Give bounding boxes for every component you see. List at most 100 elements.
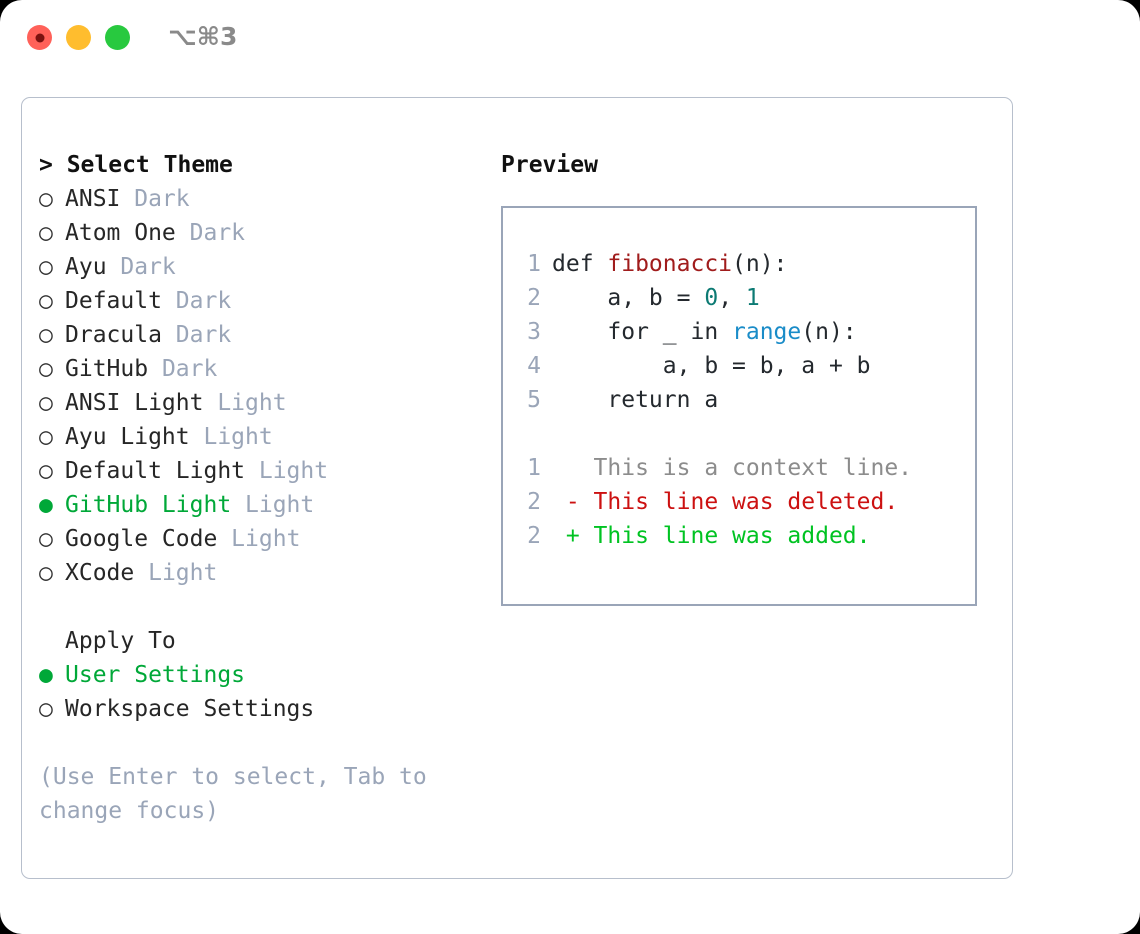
theme-item-ayu[interactable]: ○ Ayu Dark bbox=[39, 250, 479, 284]
theme-item-label: Dracula bbox=[65, 322, 162, 348]
apply-to-list[interactable]: ● User Settings ○ Workspace Settings bbox=[39, 658, 479, 726]
line-number: 2 bbox=[527, 489, 541, 515]
code-token-kw: return a bbox=[552, 387, 719, 413]
code-token-num: 0 bbox=[704, 285, 719, 311]
diff-sample: 1 This is a context line.2 - This line w… bbox=[513, 451, 971, 553]
theme-item-variant-tag: Dark bbox=[161, 288, 232, 314]
code-token-num: 1 bbox=[745, 285, 760, 311]
theme-item-ansi[interactable]: ○ANSI Dark bbox=[39, 182, 479, 216]
theme-item-atom-one[interactable]: ○ Atom One Dark bbox=[39, 216, 479, 250]
apply-to-item-workspace-settings[interactable]: ○ Workspace Settings bbox=[39, 692, 479, 726]
radio-unselected-icon: ○ bbox=[39, 220, 53, 246]
code-token-plain: (n): bbox=[801, 319, 857, 345]
window-controls bbox=[27, 25, 130, 50]
code-line: 3 for _ in range(n): bbox=[513, 315, 971, 349]
theme-item-dracula[interactable]: ○ Dracula Dark bbox=[39, 318, 479, 352]
theme-item-ayu-light[interactable]: ○ Ayu Light Light bbox=[39, 420, 479, 454]
theme-item-label: ANSI Light bbox=[65, 390, 204, 416]
theme-item-variant-tag: Light bbox=[189, 424, 273, 450]
apply-to-item-label: Workspace Settings bbox=[65, 696, 315, 722]
theme-item-label: Default Light bbox=[65, 458, 246, 484]
apply-to-item-user-settings[interactable]: ● User Settings bbox=[39, 658, 479, 692]
code-token-plain: , bbox=[718, 285, 746, 311]
code-token-call: range bbox=[732, 319, 802, 345]
code-token-kw: def bbox=[552, 251, 608, 277]
theme-item-variant-tag: Dark bbox=[175, 220, 246, 246]
radio-selected-icon: ● bbox=[39, 492, 53, 518]
select-theme-heading: > Select Theme bbox=[39, 152, 233, 178]
line-number: 3 bbox=[527, 319, 541, 345]
line-number: 2 bbox=[527, 523, 541, 549]
theme-item-label: ANSI bbox=[65, 186, 121, 212]
theme-item-label: Default bbox=[65, 288, 162, 314]
theme-item-variant-tag: Dark bbox=[106, 254, 176, 280]
radio-unselected-icon: ○ bbox=[39, 322, 53, 348]
code-token-fn: fibonacci bbox=[607, 251, 733, 277]
apply-to-item-label: User Settings bbox=[65, 662, 246, 688]
theme-list[interactable]: ○ ANSI Dark ○ Atom One Dark ○ Ayu Dark ○ Defaul… bbox=[39, 182, 479, 590]
code-line: 5 return a bbox=[513, 383, 971, 417]
line-number: 2 bbox=[527, 285, 541, 311]
preview-heading: Preview bbox=[501, 152, 598, 178]
minimize-button[interactable] bbox=[66, 25, 91, 50]
radio-selected-icon: ● bbox=[39, 662, 53, 688]
keyboard-hint: (Use Enter to select, Tab to change focu… bbox=[39, 764, 427, 824]
code-line: 4 a, b = b, a + b bbox=[513, 349, 971, 383]
content-panel: > Select Theme ○ANSI Dark○Atom One Dark○… bbox=[21, 97, 1013, 879]
theme-item-variant-tag: Light bbox=[217, 526, 301, 552]
radio-unselected-icon: ○ bbox=[39, 390, 53, 416]
diff-text: + This line was added. bbox=[552, 523, 871, 549]
theme-item-variant-tag: Dark bbox=[148, 356, 218, 382]
theme-item-variant-tag: Dark bbox=[161, 322, 232, 348]
close-button[interactable] bbox=[27, 25, 52, 50]
list-spacer bbox=[39, 590, 479, 624]
theme-item-github[interactable]: ○GitHub Dark bbox=[39, 352, 479, 386]
radio-unselected-icon: ○ bbox=[39, 356, 53, 382]
keyboard-shortcut-label: ⌥⌘3 bbox=[168, 22, 238, 51]
theme-item-variant-tag: Light bbox=[245, 458, 329, 484]
theme-item-variant-tag: Light bbox=[231, 492, 315, 518]
theme-item-ansi-light[interactable]: ○ ANSI Light Light bbox=[39, 386, 479, 420]
diff-line-del: 2 - This line was deleted. bbox=[513, 485, 971, 519]
theme-item-label: XCode bbox=[65, 560, 135, 586]
radio-unselected-icon: ○ bbox=[39, 288, 53, 314]
radio-unselected-icon: ○ bbox=[39, 254, 53, 280]
apply-to-heading: Apply To bbox=[65, 628, 176, 654]
radio-unselected-icon: ○ bbox=[39, 458, 53, 484]
code-line: 2 a, b = 0, 1 bbox=[513, 281, 971, 315]
code-token-plain: a, b = bbox=[552, 285, 705, 311]
theme-item-default-light[interactable]: ○ Default Light Light bbox=[39, 454, 479, 488]
radio-unselected-icon: ○ bbox=[39, 186, 53, 212]
theme-item-default[interactable]: ○ Default Dark bbox=[39, 284, 479, 318]
theme-item-label: GitHub Light bbox=[65, 492, 232, 518]
radio-unselected-icon: ○ bbox=[39, 696, 53, 722]
hint-spacer bbox=[39, 726, 479, 760]
theme-item-variant-tag: Light bbox=[203, 390, 287, 416]
theme-item-label: Google Code bbox=[65, 526, 218, 552]
line-number: 4 bbox=[527, 353, 541, 379]
theme-item-variant-tag: Light bbox=[134, 560, 218, 586]
radio-unselected-icon: ○ bbox=[39, 560, 53, 586]
theme-list-column: > Select Theme ○ANSI Dark○Atom One Dark○… bbox=[39, 148, 479, 828]
radio-unselected-icon: ○ bbox=[39, 424, 53, 450]
theme-item-label: Ayu Light bbox=[65, 424, 190, 450]
diff-text: - This line was deleted. bbox=[552, 489, 899, 515]
code-token-plain: (n): bbox=[732, 251, 788, 277]
line-number: 5 bbox=[527, 387, 541, 413]
code-token-plain: a, b = b, a + b bbox=[552, 353, 871, 379]
diff-text: This is a context line. bbox=[552, 455, 913, 481]
diff-line-ctx: 1 This is a context line. bbox=[513, 451, 971, 485]
theme-item-google-code[interactable]: ○ Google Code Light bbox=[39, 522, 479, 556]
theme-item-xcode[interactable]: ○ XCode Light bbox=[39, 556, 479, 590]
theme-item-github-light[interactable]: ● GitHub Light Light bbox=[39, 488, 479, 522]
maximize-button[interactable] bbox=[105, 25, 130, 50]
theme-item-label: Atom One bbox=[65, 220, 176, 246]
radio-unselected-icon: ○ bbox=[39, 526, 53, 552]
theme-item-label: Ayu bbox=[65, 254, 107, 280]
